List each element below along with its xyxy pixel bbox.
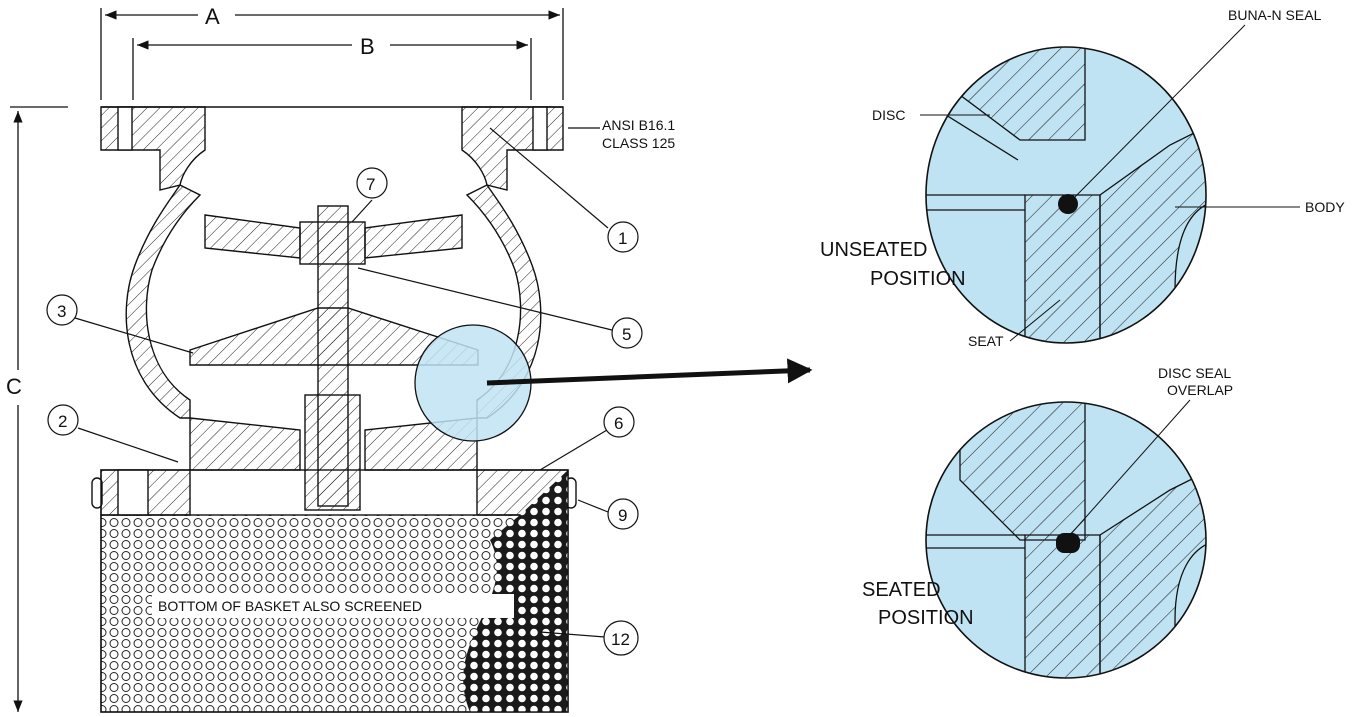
callout-3: 3 [57,302,66,321]
buna-n-seal-label: BUNA-N SEAL [1228,7,1322,23]
callout-9: 9 [618,506,627,525]
callout-5: 5 [622,325,631,344]
callout-2: 2 [58,412,67,431]
body-label: BODY [1305,199,1345,215]
overlap-line2: OVERLAP [1167,382,1233,398]
seated-title-line2: POSITION [878,607,974,629]
flange-spec-line2: CLASS 125 [602,135,675,151]
valve-body [91,106,577,516]
callout-12: 12 [611,630,630,649]
callout-7: 7 [366,175,375,194]
seated-title-line1: SEATED [862,579,941,601]
disc-label: DISC [872,107,905,123]
detail-magnifier [414,324,813,442]
flange-spec-line1: ANSI B16.1 [602,117,675,133]
strainer-basket [100,469,569,713]
dimension-lines [10,8,564,712]
part-callouts [46,127,643,656]
dimension-c-label: C [6,374,22,399]
detail-seated [925,401,1207,679]
callout-6: 6 [614,414,623,433]
dimension-a-label: A [205,4,220,29]
seat-label: SEAT [968,333,1004,349]
overlap-line1: DISC SEAL [1158,365,1231,381]
unseated-title-line1: UNSEATED [820,239,927,261]
callout-1: 1 [618,229,627,248]
unseated-title-line2: POSITION [870,268,966,290]
dimension-b-label: B [360,34,375,59]
detail-unseated [925,46,1207,344]
basket-note: BOTTOM OF BASKET ALSO SCREENED [158,598,422,614]
